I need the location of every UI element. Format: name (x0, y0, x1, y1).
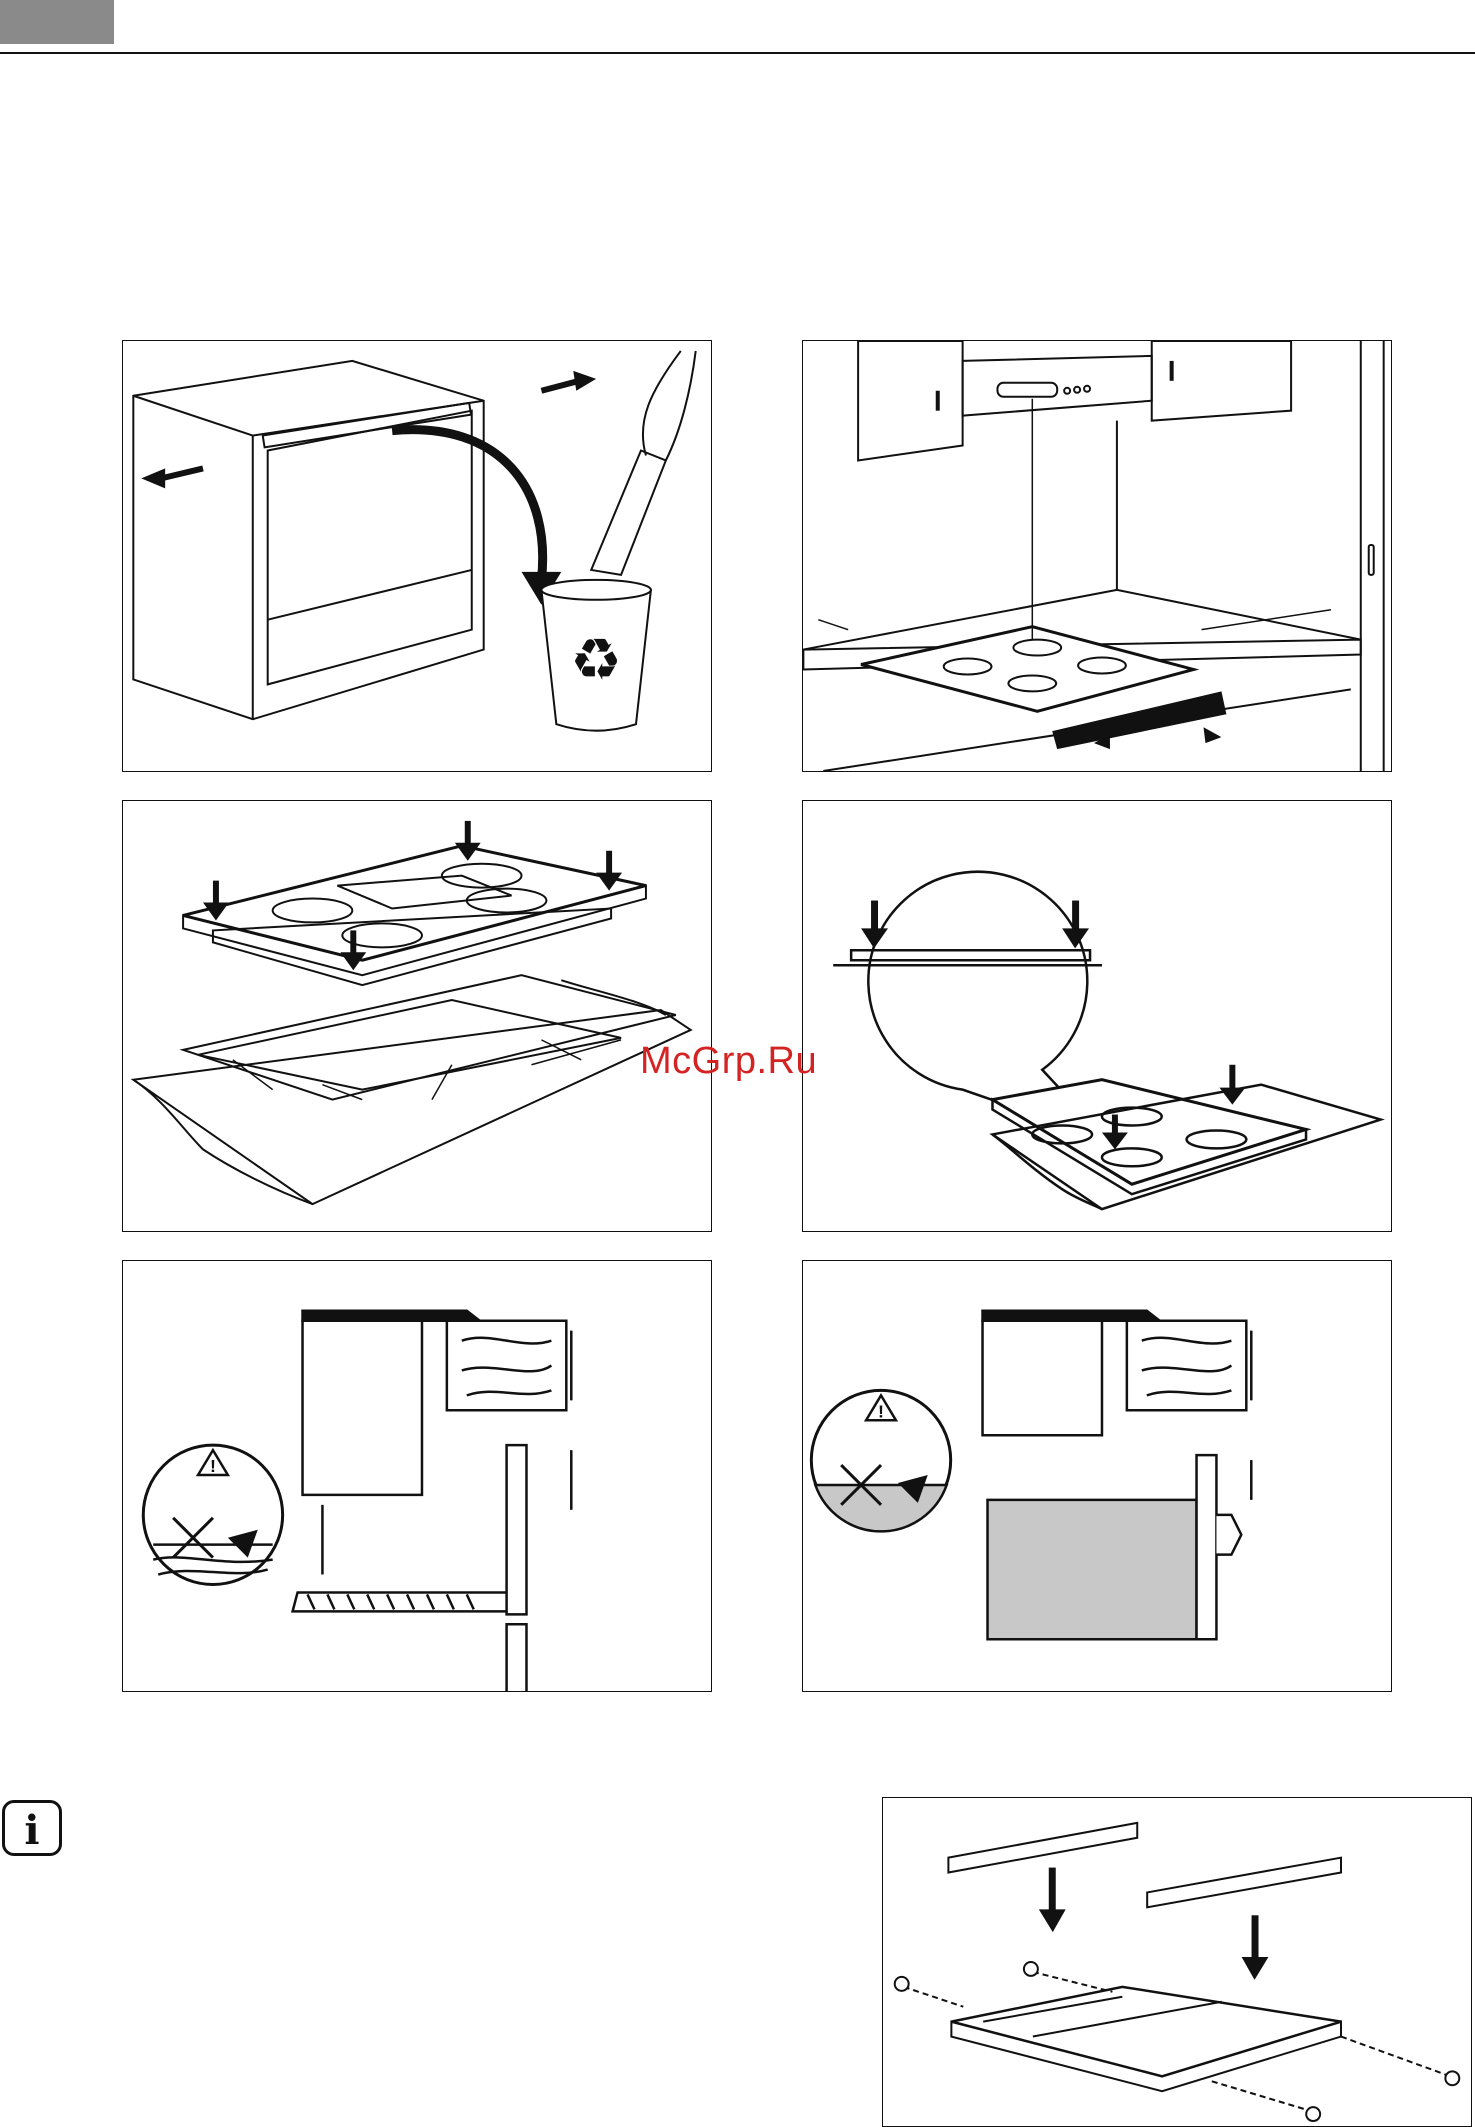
oven-warning-drawing: ! (803, 1261, 1391, 1691)
bracket-assembly-drawing (883, 1798, 1471, 2126)
figure-bracket-assembly (882, 1797, 1472, 2127)
figure-hob-seal-install (122, 800, 712, 1232)
watermark: McGrp.Ru (640, 1040, 817, 1083)
figure-drawer-warning: ! (122, 1260, 712, 1692)
figure-oven-warning: ! (802, 1260, 1392, 1692)
arrow-icon (1204, 727, 1222, 743)
drawer-warning-drawing: ! (123, 1261, 711, 1691)
header-tab (0, 0, 114, 44)
svg-text:!: ! (210, 1456, 216, 1476)
cabinet-recycle-drawing: ♻ (123, 341, 711, 771)
figure-hob-press-detail (802, 800, 1392, 1232)
hob-press-drawing (803, 801, 1391, 1231)
kitchen-clearance-drawing (803, 341, 1391, 771)
hob-seal-drawing (123, 801, 711, 1231)
hand-icon (591, 351, 696, 575)
svg-text:!: ! (878, 1401, 884, 1421)
info-icon: i (2, 1800, 62, 1856)
recycle-icon: ♻ (570, 625, 622, 693)
figure-cabinet-recycle: ♻ (122, 340, 712, 772)
header-rule (0, 52, 1475, 54)
figure-kitchen-clearance (802, 340, 1392, 772)
info-glyph: i (5, 1807, 59, 1854)
